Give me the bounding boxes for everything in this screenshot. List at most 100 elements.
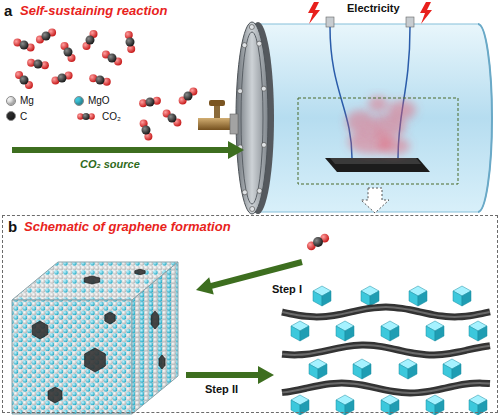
mgo-cube bbox=[453, 286, 471, 306]
step-label: Step I bbox=[272, 283, 302, 296]
co2-molecule-part bbox=[142, 126, 151, 135]
graphene-flake bbox=[135, 269, 145, 274]
flange-bolt bbox=[250, 206, 255, 211]
legend-text: C bbox=[20, 111, 27, 123]
flange bbox=[236, 22, 268, 214]
graphene-flake bbox=[48, 387, 62, 403]
co2-molecule bbox=[163, 110, 182, 127]
mgo-cube bbox=[291, 321, 309, 341]
legend-text: CO₂ bbox=[102, 111, 121, 123]
electrode-terminal bbox=[406, 17, 414, 27]
mgo-cube bbox=[426, 395, 444, 415]
co2-molecule-part bbox=[108, 54, 117, 63]
legend-item: MgO bbox=[74, 95, 121, 107]
mgo-cube-part bbox=[353, 364, 362, 379]
co2-molecule bbox=[89, 74, 111, 86]
mgo-cube-part bbox=[453, 291, 462, 306]
co2-molecule-part bbox=[42, 32, 51, 41]
mgo-cube bbox=[443, 359, 461, 379]
legend-swatch bbox=[6, 96, 16, 106]
panel-letter: b bbox=[8, 218, 17, 235]
co2-molecule bbox=[15, 71, 33, 89]
co2-molecule bbox=[77, 113, 95, 120]
mgo-cube-part bbox=[418, 291, 427, 306]
electrode-wire bbox=[330, 27, 352, 158]
reactor-body bbox=[250, 24, 492, 212]
graphene-flake bbox=[159, 355, 165, 369]
co2-molecule bbox=[140, 119, 153, 140]
mgo-cube-part bbox=[399, 364, 408, 379]
flange-bolt bbox=[257, 41, 262, 46]
flange-bolt bbox=[249, 25, 254, 30]
graphene-sheet-sheen bbox=[282, 307, 490, 317]
panel-heading: Schematic of graphene formation bbox=[24, 220, 231, 235]
legend-text: MgO bbox=[88, 95, 110, 107]
co2-feed-arrow bbox=[12, 141, 244, 159]
legend-molecule-part bbox=[82, 113, 89, 120]
legend-molecule bbox=[74, 111, 98, 122]
co2-molecule-part bbox=[34, 60, 43, 69]
reactor-end bbox=[478, 24, 492, 212]
co2-molecule bbox=[36, 29, 56, 44]
graphene-flake bbox=[84, 276, 100, 284]
co2-molecule bbox=[27, 59, 49, 69]
graphene-sheet-sheen bbox=[282, 383, 490, 393]
graphene-flake bbox=[151, 311, 159, 329]
mgo-cube-part bbox=[313, 291, 322, 306]
co2-molecule bbox=[13, 39, 34, 52]
flange-bolt bbox=[257, 188, 262, 193]
mgo-cube bbox=[469, 395, 487, 415]
co2-molecule bbox=[125, 31, 135, 53]
mgo-cube bbox=[361, 286, 379, 306]
co2-molecule-part bbox=[20, 41, 29, 50]
co2-molecule bbox=[139, 97, 161, 107]
mgo-cube-part bbox=[478, 326, 487, 341]
cube-side bbox=[132, 262, 178, 414]
arrow-label: CO₂ source bbox=[80, 158, 140, 171]
cube-front bbox=[12, 300, 132, 414]
flange-bolt bbox=[242, 190, 247, 195]
mgo-cube bbox=[399, 359, 417, 379]
co2-molecule-part bbox=[184, 92, 193, 101]
graphene-sheet bbox=[282, 307, 490, 317]
mgo-cube bbox=[381, 321, 399, 341]
mgo-cube-part bbox=[370, 291, 379, 306]
legend: Mg MgO C CO₂ bbox=[6, 95, 121, 122]
mgo-cube-part bbox=[309, 364, 318, 379]
mgo-cube-part bbox=[443, 364, 452, 379]
mgo-cube-part bbox=[409, 291, 418, 306]
lightning-bolt bbox=[420, 2, 432, 24]
flange-inner bbox=[241, 32, 263, 204]
flange-bolt bbox=[261, 86, 266, 91]
reactor-illustration bbox=[12, 2, 492, 214]
flange-bolt bbox=[238, 89, 243, 94]
mgo-cube-part bbox=[336, 326, 345, 341]
mgo-cube-part bbox=[408, 364, 417, 379]
mgo-cube bbox=[336, 321, 354, 341]
step-arrow bbox=[186, 366, 274, 384]
mgo-cube-part bbox=[291, 326, 300, 341]
mgo-cube-part bbox=[322, 291, 331, 306]
mgo-cube-part bbox=[390, 326, 399, 341]
mg-tray-top bbox=[330, 158, 421, 164]
mgo-cube-part bbox=[300, 326, 309, 341]
mgo-cube-part bbox=[426, 326, 435, 341]
co2-molecule bbox=[102, 51, 122, 66]
mgo-cube bbox=[336, 395, 354, 415]
mgo-cube-part bbox=[361, 291, 370, 306]
mgo-cube-part bbox=[452, 364, 461, 379]
co2-molecule bbox=[307, 234, 329, 251]
legend-item: Mg bbox=[6, 95, 34, 107]
co2-molecule bbox=[51, 72, 72, 85]
mgo-cube bbox=[381, 395, 399, 415]
reaction-smoke bbox=[388, 100, 416, 120]
legend-text: Mg bbox=[20, 95, 34, 107]
co2-molecule-part bbox=[146, 98, 155, 107]
zoom-box bbox=[298, 98, 458, 184]
co2-molecule-part bbox=[86, 36, 95, 45]
graphene-sheet-sheen bbox=[282, 345, 490, 355]
legend-swatch bbox=[74, 96, 84, 106]
legend-swatch bbox=[6, 111, 16, 121]
co2-molecule bbox=[83, 30, 98, 50]
